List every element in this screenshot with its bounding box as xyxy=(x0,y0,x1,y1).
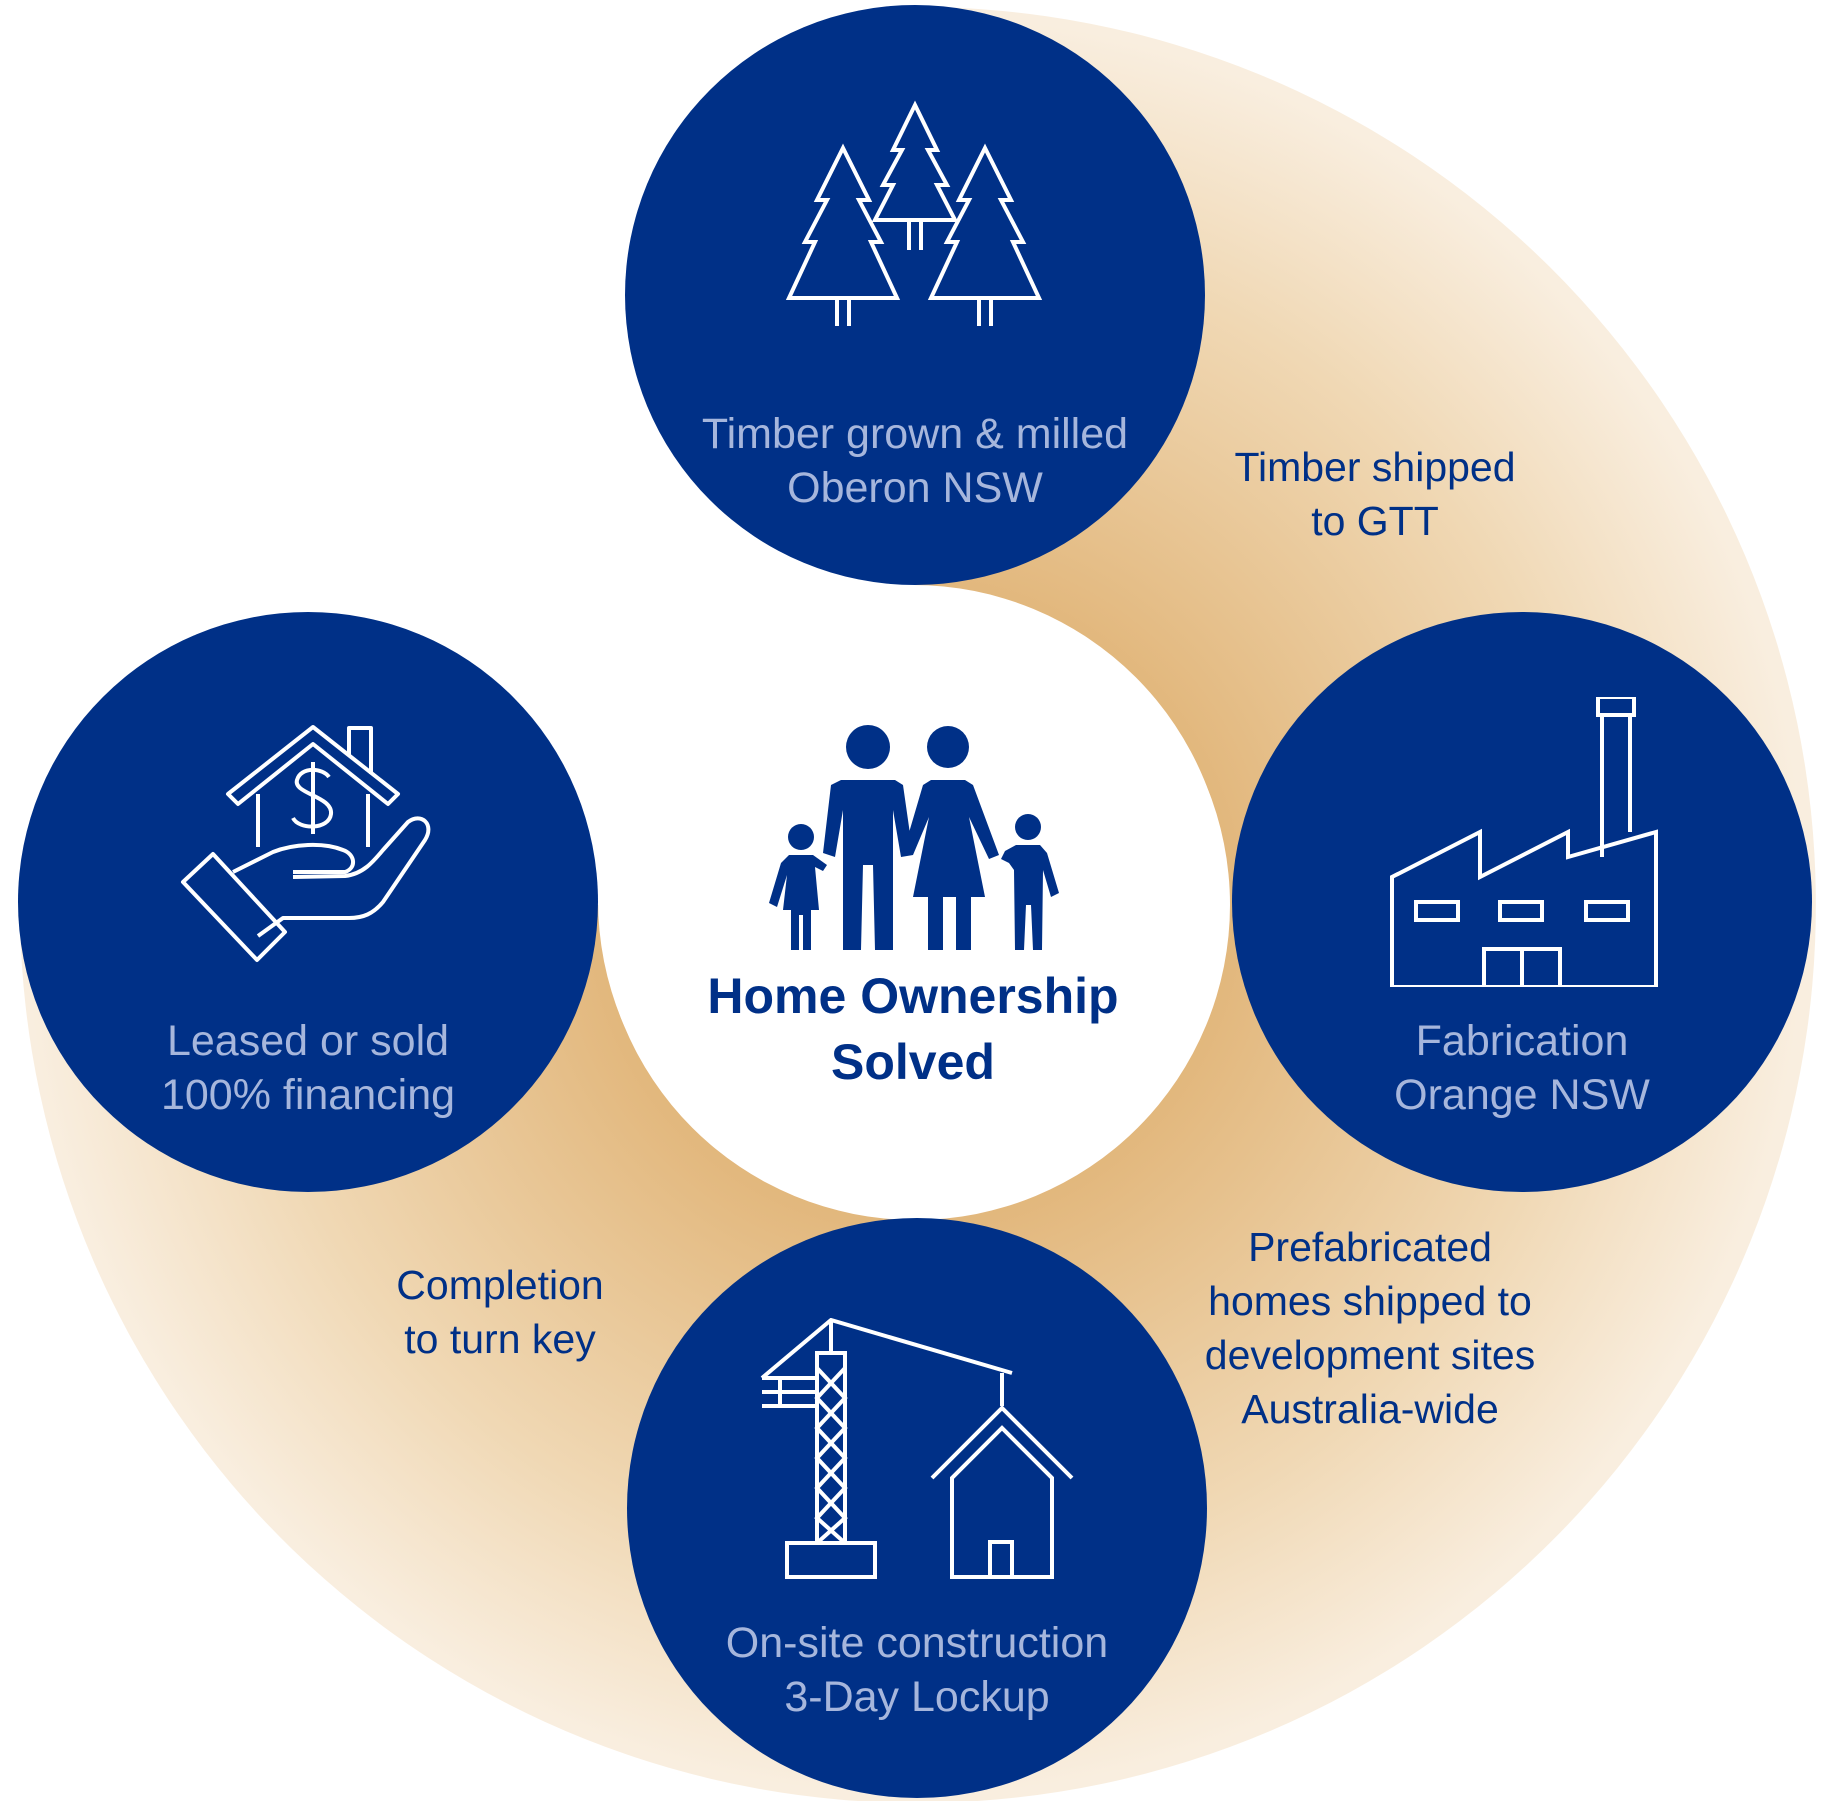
onsite-caption: On-site construction 3-Day Lockup xyxy=(627,1616,1207,1724)
step-label-completion: Completion to turn key xyxy=(340,1258,660,1366)
ring-arc xyxy=(20,6,1816,1801)
center-hub: Home Ownership Solved xyxy=(598,585,1228,1215)
step-label-prefabricated: Prefabricated homes shipped to developme… xyxy=(1160,1220,1580,1436)
hub-title: Home Ownership Solved xyxy=(598,963,1228,1095)
step-complete-line1: Completion xyxy=(396,1262,604,1308)
hand-house-dollar-icon xyxy=(181,725,431,962)
node-leased-or-sold: Leased or sold 100% financing xyxy=(18,612,598,1192)
timber-caption-line1: Timber grown & milled xyxy=(701,410,1129,458)
factory-icon xyxy=(1390,697,1658,987)
leased-caption-line2: 100% financing xyxy=(160,1071,456,1119)
step-shipped-line2: to GTT xyxy=(1311,498,1439,544)
hub-title-line1: Home Ownership xyxy=(707,968,1119,1024)
step-complete-line2: to turn key xyxy=(404,1316,596,1362)
node-timber: Timber grown & milled Oberon NSW xyxy=(625,5,1205,585)
fabrication-caption-line2: Orange NSW xyxy=(1394,1071,1650,1119)
crane-house-icon xyxy=(760,1318,1074,1579)
step-prefab-line4: Australia-wide xyxy=(1241,1386,1499,1432)
step-prefab-line2: homes shipped to xyxy=(1208,1278,1532,1324)
timber-caption: Timber grown & milled Oberon NSW xyxy=(625,407,1205,515)
leased-caption-line1: Leased or sold xyxy=(166,1017,450,1065)
family-icon xyxy=(769,725,1059,950)
trees-icon xyxy=(785,100,1043,326)
onsite-caption-line2: 3-Day Lockup xyxy=(784,1673,1050,1721)
step-prefab-line1: Prefabricated xyxy=(1248,1224,1492,1270)
step-label-timber-shipped: Timber shipped to GTT xyxy=(1180,440,1570,548)
node-onsite-construction: On-site construction 3-Day Lockup xyxy=(627,1218,1207,1798)
fabrication-caption-line1: Fabrication xyxy=(1415,1017,1629,1065)
fabrication-caption: Fabrication Orange NSW xyxy=(1232,1014,1812,1122)
step-shipped-line1: Timber shipped xyxy=(1234,444,1516,490)
timber-caption-line2: Oberon NSW xyxy=(787,464,1043,512)
step-prefab-line3: development sites xyxy=(1204,1332,1536,1378)
leased-caption: Leased or sold 100% financing xyxy=(18,1014,598,1122)
onsite-caption-line1: On-site construction xyxy=(725,1619,1109,1667)
node-fabrication: Fabrication Orange NSW xyxy=(1232,612,1812,1192)
hub-title-line2: Solved xyxy=(831,1034,995,1090)
